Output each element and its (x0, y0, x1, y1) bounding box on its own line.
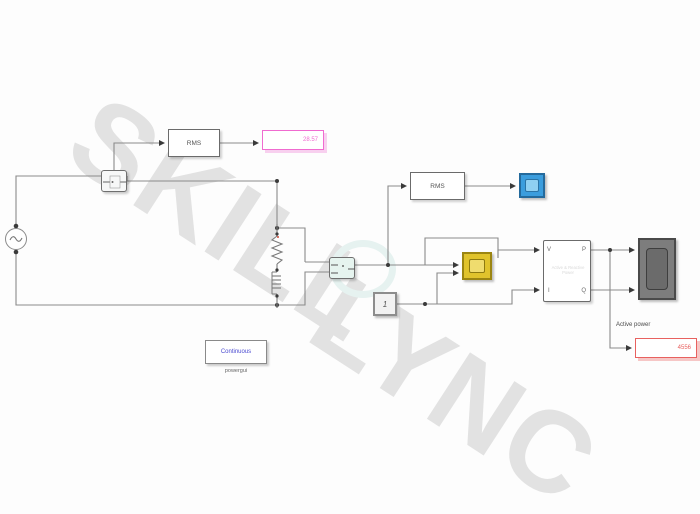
port-label-q: Q (581, 288, 586, 294)
voltage-meter-icon (331, 264, 355, 274)
scope-screen-icon (646, 248, 668, 290)
active-reactive-power-block[interactable]: V I P Q Active & Reactive Power (543, 240, 591, 302)
scope-screen-icon (525, 179, 539, 192)
voltage-measurement-block[interactable] (329, 257, 355, 279)
current-meter-icon (103, 175, 127, 189)
rlc-branch-icon (270, 224, 284, 308)
current-measurement-block[interactable] (101, 170, 127, 192)
display-active-power[interactable]: 4556 (635, 338, 697, 358)
powergui-label: powergui (224, 368, 248, 374)
rms-block-load[interactable]: RMS (410, 172, 465, 200)
display-source-rms[interactable]: 28.57 (262, 130, 324, 150)
scope-block-rms[interactable] (519, 173, 545, 198)
active-power-caption: Active power (616, 322, 651, 328)
scope-screen-icon (469, 259, 485, 273)
rms-block-source[interactable]: RMS (168, 129, 220, 157)
port-label-i: I (548, 288, 550, 294)
sine-wave-icon (9, 236, 23, 242)
powergui-block[interactable]: Continuous (205, 340, 267, 364)
port-label-p: P (581, 247, 586, 253)
series-rlc-branch-block[interactable] (268, 224, 286, 308)
gain-block[interactable]: 1 (373, 292, 397, 316)
power-block-inner-text: Active & Reactive Power (551, 265, 585, 276)
scope-block-signal[interactable] (462, 252, 492, 280)
scope-block-power[interactable] (638, 238, 676, 300)
ac-voltage-source-block[interactable] (5, 228, 27, 250)
port-label-v: V (547, 247, 552, 253)
